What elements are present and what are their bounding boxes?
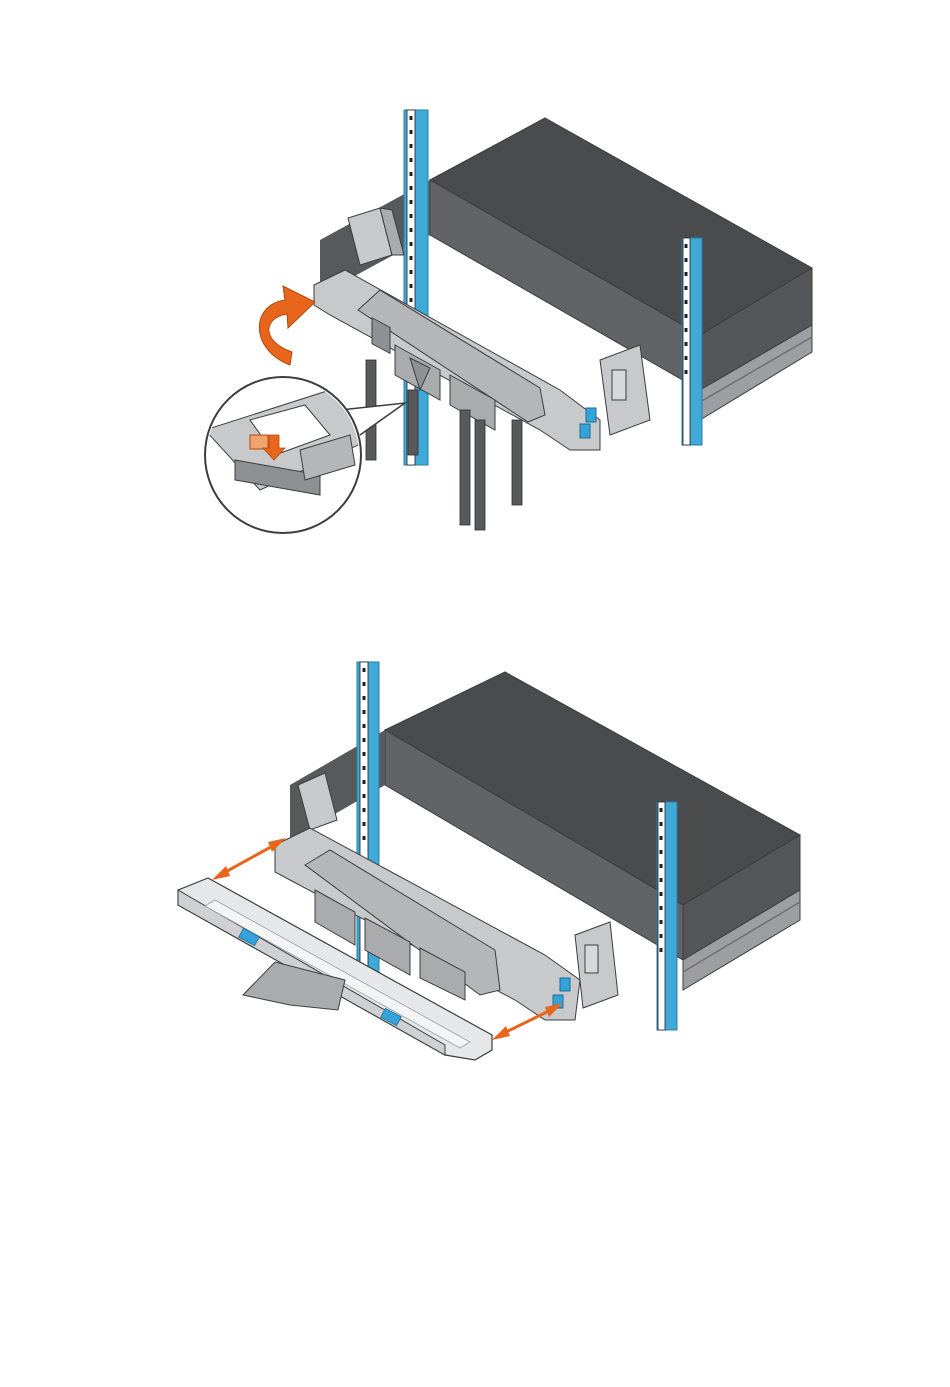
blue-release-tab (586, 408, 596, 422)
figure-2-illustration (0, 650, 950, 1090)
figure-cma-tray (0, 650, 950, 1090)
rack-post-right (682, 238, 702, 445)
rotate-arrow-icon (259, 286, 315, 365)
blue-release-tab-2 (580, 424, 590, 438)
rack-post-right (657, 802, 677, 1030)
server-chassis (320, 118, 812, 420)
blue-release-tab (560, 978, 570, 991)
figure-cma-fold (0, 90, 950, 550)
figure-1-illustration (0, 90, 950, 550)
